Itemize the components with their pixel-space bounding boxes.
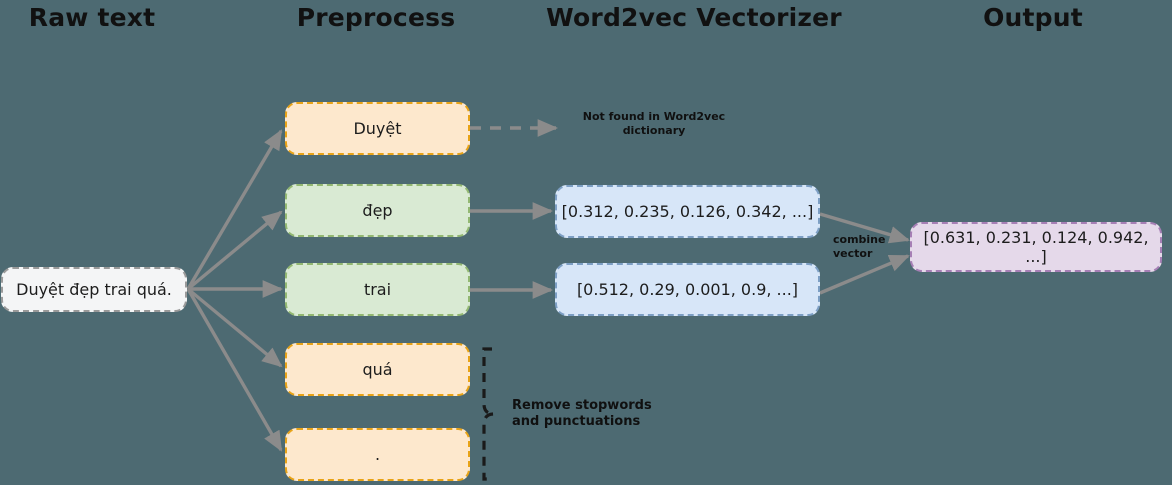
- arrow-raw-to-dep: [186, 210, 283, 291]
- token-node-punctuation: .: [285, 428, 470, 481]
- vector-node-dep: [0.312, 0.235, 0.126, 0.342, ...]: [555, 185, 820, 238]
- vector-node-trai: [0.512, 0.29, 0.001, 0.9, ...]: [555, 263, 820, 316]
- token-node-qua: quá: [285, 343, 470, 396]
- raw-text-node: Duyệt đẹp trai quá.: [1, 267, 187, 312]
- arrow-vec2-to-output: [819, 254, 910, 295]
- arrow-raw-to-qua: [186, 287, 283, 368]
- column-header-raw-text: Raw text: [28, 3, 156, 32]
- column-header-output: Output: [983, 3, 1083, 32]
- stopwords-brace-icon: [482, 347, 495, 481]
- column-header-word2vec-vectorizer: Word2vec Vectorizer: [546, 3, 842, 32]
- token-node-trai: trai: [285, 263, 470, 316]
- output-vector-node: [0.631, 0.231, 0.124, 0.942, ...]: [910, 222, 1162, 272]
- annotation-not-found-in-dictionary: Not found in Word2vec dictionary: [582, 110, 726, 137]
- token-node-duyet: Duyệt: [285, 102, 470, 155]
- column-header-preprocess: Preprocess: [296, 3, 456, 32]
- token-node-dep: đẹp: [285, 184, 470, 237]
- arrow-raw-to-dot: [186, 288, 283, 452]
- annotation-combine-vector: combine vector: [833, 233, 886, 260]
- annotation-remove-stopwords: Remove stopwords and punctuations: [512, 398, 652, 430]
- arrow-raw-to-duyet: [186, 129, 283, 290]
